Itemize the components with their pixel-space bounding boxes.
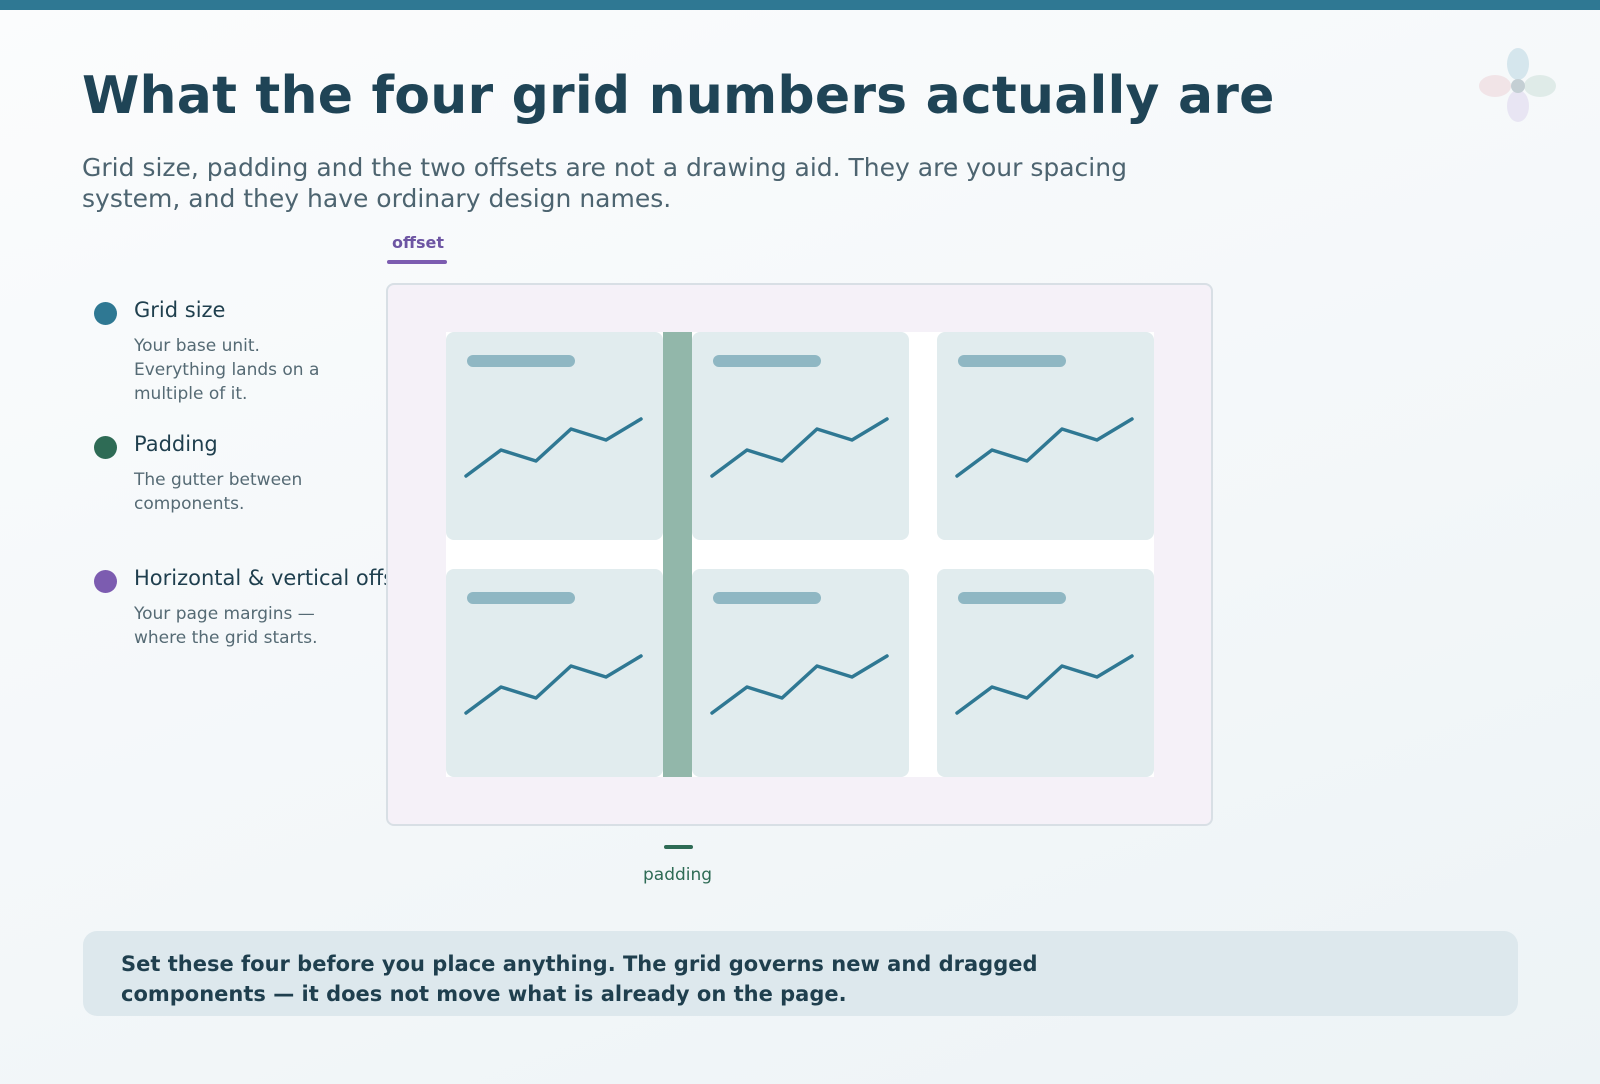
component-card: [446, 569, 663, 777]
padding-gutter-highlight: [663, 332, 692, 777]
top-accent-bar: [0, 0, 1600, 10]
note-text: Set these four before you place anything…: [121, 952, 1038, 1006]
card-title-bar: [467, 592, 575, 604]
offset-label: offset: [392, 233, 444, 252]
component-card: [446, 332, 663, 540]
card-title-bar: [958, 355, 1066, 367]
page-title: What the four grid numbers actually are: [82, 66, 1275, 126]
legend-description: Your page margins — where the grid start…: [134, 604, 318, 648]
offset-dot: [94, 570, 117, 593]
legend-description: The gutter between components.: [134, 470, 303, 514]
line-chart-icon: [710, 654, 889, 715]
card-title-bar: [713, 355, 821, 367]
card-title-bar: [713, 592, 821, 604]
legend-description: Your base unit. Everything lands on a mu…: [134, 336, 320, 404]
grid-size-dot: [94, 302, 117, 325]
line-chart-icon: [710, 417, 889, 478]
legend-title: Horizontal & vertical offset: [134, 566, 416, 590]
component-card: [937, 332, 1154, 540]
component-card: [692, 332, 909, 540]
padding-label: padding: [643, 865, 713, 885]
card-title-bar: [467, 355, 575, 367]
page-subtitle: Grid size, padding and the two offsets a…: [82, 153, 1127, 213]
padding-dot: [94, 436, 117, 459]
component-card: [937, 569, 1154, 777]
line-chart-icon: [464, 654, 643, 715]
line-chart-icon: [955, 654, 1134, 715]
padding-marker-line: [664, 845, 693, 849]
legend-title: Padding: [134, 432, 218, 456]
card-title-bar: [958, 592, 1066, 604]
note-callout: Set these four before you place anything…: [83, 931, 1518, 1016]
four-petal-flower-logo: [1479, 48, 1556, 122]
line-chart-icon: [955, 417, 1134, 478]
line-chart-icon: [464, 417, 643, 478]
offset-marker-line: [387, 260, 447, 264]
component-card: [692, 569, 909, 777]
legend-title: Grid size: [134, 298, 226, 322]
